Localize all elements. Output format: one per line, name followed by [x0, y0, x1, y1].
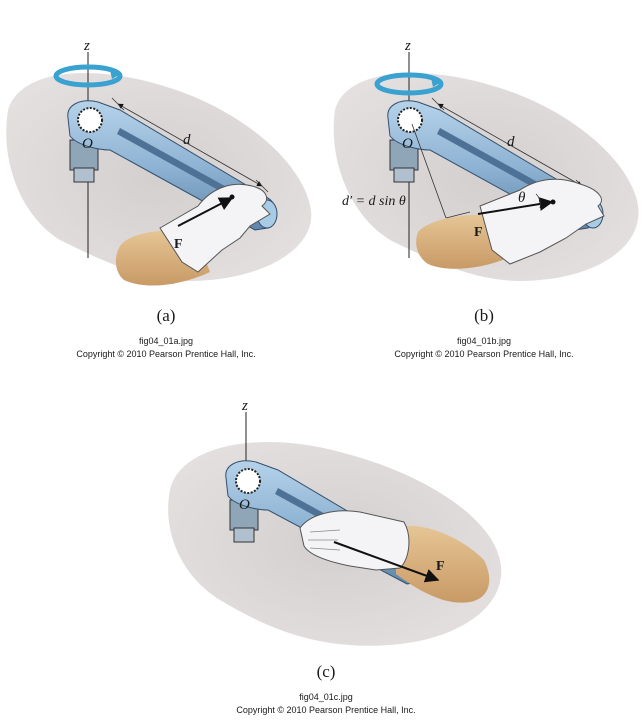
file-name: fig04_01b.jpg	[364, 335, 604, 348]
file-name: fig04_01c.jpg	[206, 691, 446, 704]
distance-label: d	[507, 134, 515, 150]
z-axis-label: z	[404, 38, 411, 54]
panel-letter: (b)	[364, 306, 604, 326]
force-label: F	[174, 237, 183, 252]
force-label: F	[436, 559, 445, 574]
file-name: fig04_01a.jpg	[46, 335, 286, 348]
z-axis-label: z	[83, 38, 90, 54]
ratchet-head	[78, 108, 102, 132]
force-label: F	[474, 225, 483, 240]
copyright: Copyright © 2010 Pearson Prentice Hall, …	[364, 348, 604, 361]
panel-letter: (a)	[46, 306, 286, 326]
caption-c: (c) fig04_01c.jpg Copyright © 2010 Pears…	[206, 662, 446, 717]
origin-label: O	[82, 136, 93, 152]
z-axis-label: z	[241, 398, 248, 414]
caption-b: (b) fig04_01b.jpg Copyright © 2010 Pears…	[364, 306, 604, 361]
panel-a: z O d F	[6, 38, 311, 286]
moment-arm-label: d′ = d sin θ	[342, 194, 406, 209]
panel-b: z O d d′ = d sin θ θ F	[334, 38, 639, 281]
caption-a: (a) fig04_01a.jpg Copyright © 2010 Pears…	[46, 306, 286, 361]
ratchet-head	[398, 108, 422, 132]
angle-label: θ	[518, 190, 526, 206]
origin-label: O	[402, 136, 413, 152]
copyright: Copyright © 2010 Pearson Prentice Hall, …	[46, 348, 286, 361]
panel-c: z O F	[168, 398, 501, 646]
ratchet-head	[236, 469, 260, 493]
force-point	[230, 195, 235, 200]
copyright: Copyright © 2010 Pearson Prentice Hall, …	[206, 704, 446, 717]
distance-label: d	[183, 132, 191, 148]
origin-label: O	[239, 497, 250, 513]
panel-letter: (c)	[206, 662, 446, 682]
force-point	[551, 200, 556, 205]
